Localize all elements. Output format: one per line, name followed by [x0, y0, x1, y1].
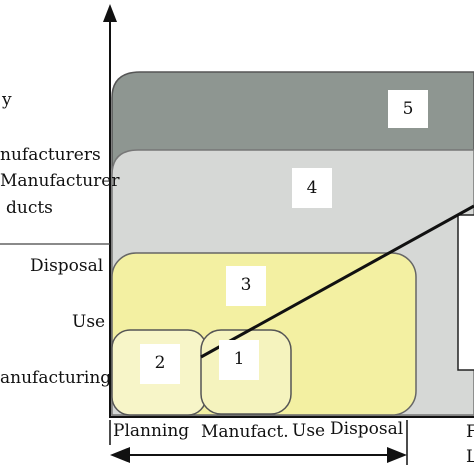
region-3-label: 3 — [241, 275, 252, 295]
region-5-label-box — [388, 90, 428, 128]
y-label-2: nufacturers — [0, 145, 101, 165]
double-arrow-left-head — [110, 447, 130, 463]
y-axis-arrowhead — [103, 4, 117, 22]
region-5-label: 5 — [403, 99, 414, 119]
region-1-label-box — [219, 340, 259, 380]
trend-line — [200, 204, 474, 359]
y-label-manufacturing: anufacturing — [0, 368, 111, 388]
y-label-3: Manufacturer — [0, 171, 120, 191]
x-label-use: Use — [292, 421, 325, 441]
x-label-cut-2: L — [466, 447, 474, 467]
region-3-label-box — [226, 266, 266, 306]
x-label-cut-1: F — [466, 422, 474, 442]
region-1-label: 1 — [234, 349, 245, 369]
region-2-label-box — [140, 344, 180, 384]
region-4-label: 4 — [307, 178, 318, 198]
right-partial-box — [457, 214, 474, 371]
double-arrow-right-head — [387, 447, 407, 463]
x-label-manufact: Manufact. — [201, 422, 289, 442]
y-label-1: y — [1, 90, 12, 110]
x-label-disposal: Disposal — [330, 419, 403, 439]
y-label-4: ducts — [6, 198, 53, 218]
region-4-label-box — [292, 168, 332, 208]
x-label-planning: Planning — [113, 421, 189, 441]
region-2-label: 2 — [155, 353, 166, 373]
y-label-disposal: Disposal — [30, 256, 103, 276]
y-label-use: Use — [72, 312, 105, 332]
